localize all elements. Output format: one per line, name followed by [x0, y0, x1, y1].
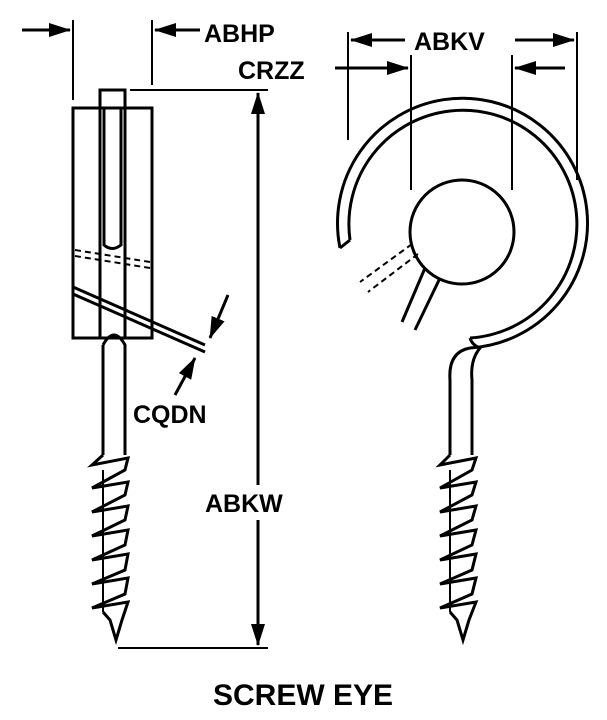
label-abhp: ABHP — [204, 20, 275, 48]
diagram-title: SCREW EYE — [213, 679, 393, 712]
label-cqdn: CQDN — [133, 401, 207, 429]
label-crzz: CRZZ — [238, 57, 305, 85]
dimension-lines-left — [22, 20, 268, 649]
label-abkw: ABKW — [205, 490, 283, 518]
front-view — [336, 96, 589, 646]
side-view — [71, 88, 206, 646]
label-abkv: ABKV — [414, 28, 485, 56]
dimension-lines-right — [335, 32, 578, 190]
